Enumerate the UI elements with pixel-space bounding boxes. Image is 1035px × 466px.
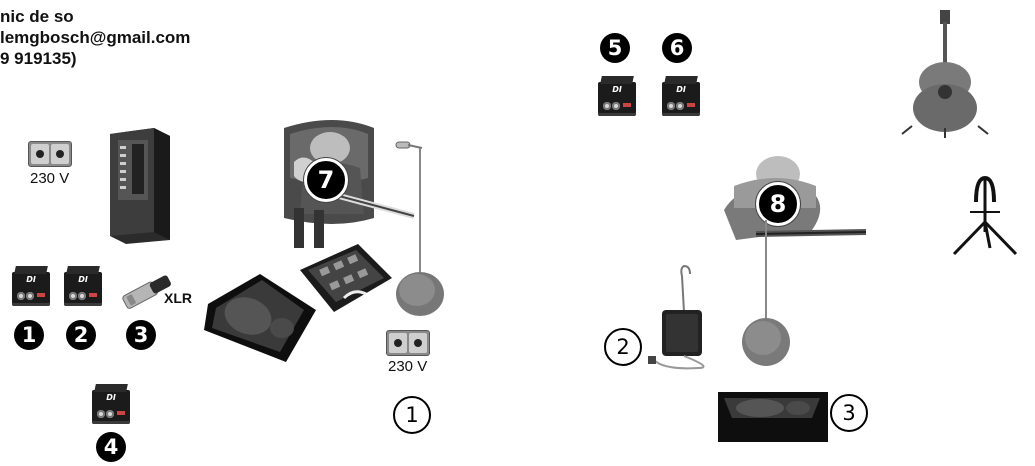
input-marker: 2 bbox=[604, 328, 642, 366]
guitar-on-stand-icon bbox=[902, 8, 992, 142]
contact-line-1: nic de so bbox=[0, 6, 190, 27]
guitar-stand-icon bbox=[950, 172, 1020, 262]
di-box-icon: DI bbox=[92, 390, 130, 424]
channel-marker: 7 bbox=[304, 158, 348, 202]
di-box-icon: DI bbox=[64, 272, 102, 306]
input-marker: 1 bbox=[393, 396, 431, 434]
xlr-label: XLR bbox=[164, 290, 192, 306]
channel-marker: 4 bbox=[96, 432, 126, 462]
contact-phone: 9 919135) bbox=[0, 48, 190, 69]
power-socket-icon bbox=[386, 330, 430, 356]
channel-marker: 6 bbox=[662, 33, 692, 63]
amplifier-icon bbox=[104, 128, 174, 244]
channel-marker: 3 bbox=[126, 320, 156, 350]
channel-marker: 2 bbox=[66, 320, 96, 350]
contact-email: lemgbosch@gmail.com bbox=[0, 27, 190, 48]
di-box-icon: DI bbox=[662, 82, 700, 116]
di-box-icon: DI bbox=[598, 82, 636, 116]
channel-marker: 5 bbox=[600, 33, 630, 63]
voltage-label: 230 V bbox=[30, 170, 69, 187]
channel-marker: 1 bbox=[14, 320, 44, 350]
power-socket-icon bbox=[28, 141, 72, 167]
microphone-stand-icon bbox=[736, 220, 796, 380]
pedalboard-icon bbox=[296, 240, 396, 320]
voltage-label: 230 V bbox=[388, 358, 427, 375]
microphone-stand-icon bbox=[390, 136, 450, 316]
di-box-icon: DI bbox=[12, 272, 50, 306]
input-marker: 3 bbox=[830, 394, 868, 432]
wireless-bodypack-icon bbox=[644, 264, 724, 374]
contact-info: nic de so lemgbosch@gmail.com 9 919135) bbox=[0, 6, 190, 69]
monitor-wedge-icon bbox=[716, 388, 832, 444]
